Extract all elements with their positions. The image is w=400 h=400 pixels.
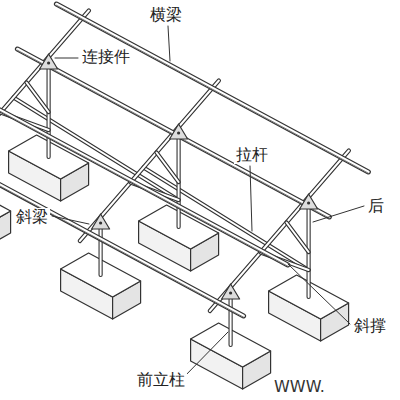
rear-post-inner	[308, 197, 310, 297]
diagonal-brace	[287, 223, 309, 253]
connector-plate	[40, 54, 58, 69]
connector-plate	[92, 214, 110, 229]
part-label: 斜梁	[14, 208, 50, 226]
inclined-beam	[210, 151, 349, 312]
leader-line	[183, 332, 228, 378]
diagonal-brace-inner	[27, 83, 49, 113]
cross-rail	[17, 49, 329, 217]
part-label: 斜撑	[352, 317, 388, 335]
part-label: 拉杆	[234, 146, 270, 164]
leader-line	[55, 58, 78, 59]
rear-post-inner	[178, 127, 180, 227]
inclined-beam-inner	[210, 151, 349, 312]
cross-rail-inner	[56, 4, 368, 172]
part-label: 横梁	[148, 6, 184, 24]
leader-line	[313, 206, 364, 222]
connector-plate	[300, 194, 318, 209]
connector-plate	[222, 284, 240, 299]
bolt	[177, 131, 180, 134]
part-label: 后	[366, 197, 386, 215]
cross-rail	[56, 4, 368, 172]
bolt	[47, 61, 50, 64]
tie-rod	[144, 168, 309, 271]
diagonal-brace	[157, 153, 179, 183]
diagonal-brace	[27, 83, 49, 113]
diagonal-brace-inner	[287, 223, 309, 253]
tie-rod	[14, 98, 179, 201]
leader-line	[168, 26, 170, 61]
diagonal-brace-inner	[157, 153, 179, 183]
bolt	[99, 221, 102, 224]
connector-plate	[170, 124, 188, 139]
inclined-beam	[0, 11, 89, 172]
inclined-beam-inner	[0, 11, 89, 172]
cross-rail	[0, 97, 288, 265]
leader-line	[288, 264, 350, 324]
bolt	[229, 291, 232, 294]
leader-line	[52, 216, 89, 224]
cross-rail-flange	[56, 5, 368, 173]
cross-rail-flange	[0, 98, 288, 266]
watermark: WWW.	[272, 378, 327, 396]
cross-rail-flange	[17, 50, 329, 218]
cross-rail-inner	[0, 97, 288, 265]
part-label: 前立柱	[135, 371, 187, 389]
cross-rail-inner	[17, 49, 329, 217]
leader-line	[250, 166, 252, 231]
rear-post-inner	[48, 57, 50, 157]
tie-rod-inner	[144, 168, 309, 271]
part-label: 连接件	[80, 48, 132, 66]
bolt	[307, 201, 310, 204]
tie-rod-inner	[14, 98, 179, 201]
